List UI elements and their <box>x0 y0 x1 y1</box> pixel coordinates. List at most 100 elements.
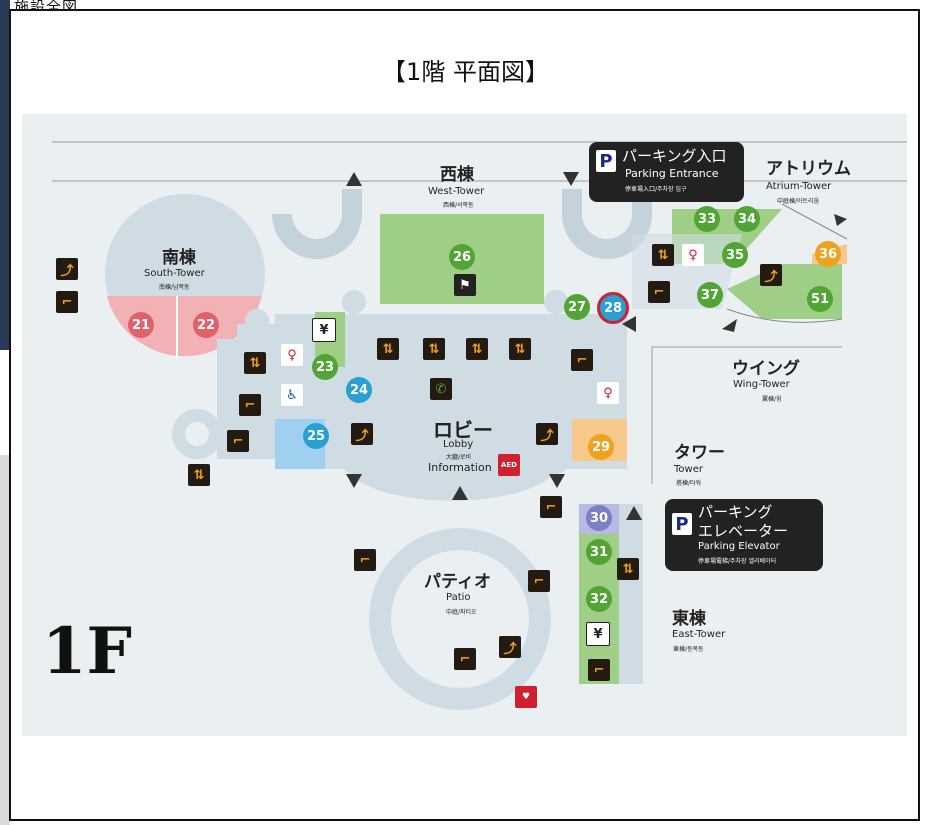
wing-tower-en: Wing-Tower <box>733 379 790 390</box>
room-marker[interactable]: 34 <box>734 206 760 232</box>
ramp-east <box>562 189 652 259</box>
room-marker[interactable]: 35 <box>722 242 748 268</box>
west-tower-kr: 西棟/서쪽동 <box>443 202 474 209</box>
elevator-icon: ⇅ <box>377 338 399 360</box>
restroom-icon: ♀ <box>597 382 619 404</box>
stairs-icon: ⌐ <box>454 648 476 670</box>
room-marker[interactable]: 29 <box>588 434 614 460</box>
smoking-icon: ⚑ <box>454 274 476 296</box>
restroom-icon: ♀ <box>682 244 704 266</box>
entrance-arrow <box>346 474 362 488</box>
stairs-icon: ⌐ <box>354 549 376 571</box>
south-tower-en: South-Tower <box>144 268 205 279</box>
parking-elevator-en: Parking Elevator <box>698 541 780 552</box>
room-marker[interactable]: 27 <box>564 294 590 320</box>
room-marker[interactable]: 33 <box>694 206 720 232</box>
parking-elevator-kr: 停車場電梯/주차장 엘리베이터 <box>698 558 777 565</box>
east-tower-label: 東棟 <box>672 609 706 629</box>
atm-icon: ¥ <box>586 622 610 646</box>
information-label: Information <box>428 461 492 474</box>
patio-en: Patio <box>446 592 471 603</box>
stairs-icon: ⌐ <box>540 496 562 518</box>
elevator-icon: ⇅ <box>244 352 266 374</box>
room-marker[interactable]: 25 <box>303 423 329 449</box>
west-tower-en: West-Tower <box>428 186 485 197</box>
tower-en: Tower <box>674 464 703 475</box>
aed-icon: AED <box>498 454 520 476</box>
floor-map: 西棟 West-Tower 西棟/서쪽동 南棟 South-Tower 南棟/남… <box>22 114 907 736</box>
parking-icon: P <box>596 150 616 172</box>
south-tower-label: 南棟 <box>162 248 196 268</box>
lobby-label: ロビー <box>433 418 493 442</box>
entrance-arrow <box>452 486 468 500</box>
parking-elevator-jp2: エレベーター <box>698 522 789 540</box>
elevator-icon: ⇅ <box>617 558 639 580</box>
room-marker[interactable]: 21 <box>128 312 154 338</box>
page-title: 【1階 平面図】 <box>382 58 549 86</box>
patio-label: パティオ <box>424 572 491 592</box>
floor-plan-graphics <box>52 141 907 710</box>
room-marker[interactable]: 30 <box>586 505 612 531</box>
stairs-icon: ⌐ <box>571 349 593 371</box>
parking-icon: P <box>672 513 692 535</box>
room-marker[interactable]: 23 <box>312 354 338 380</box>
room-marker[interactable]: 36 <box>815 241 841 267</box>
stairs-icon: ⌐ <box>588 659 610 681</box>
elevator-icon: ⇅ <box>188 464 210 486</box>
left-edge-photo <box>0 0 10 350</box>
elevator-icon: ⇅ <box>423 338 445 360</box>
entrance-arrow <box>549 474 565 488</box>
room-marker[interactable]: 22 <box>193 312 219 338</box>
escalator-icon: ⤴ <box>351 423 373 445</box>
parking-entrance-kr: 停車場入口/주차장 입구 <box>625 186 687 193</box>
stairs-icon: ⌐ <box>528 570 550 592</box>
entrance-arrow <box>722 319 737 332</box>
parking-entrance-en: Parking Entrance <box>625 167 719 180</box>
room-marker[interactable]: 26 <box>449 244 475 270</box>
elevator-icon: ⇅ <box>652 244 674 266</box>
restroom-icon: ♀ <box>281 344 303 366</box>
escalator-icon: ⤴ <box>760 264 782 286</box>
parking-elevator-callout: P パーキング エレベーター Parking Elevator 停車場電梯/주차… <box>665 499 823 571</box>
left-edge-photo-lower <box>0 455 10 825</box>
parking-entrance-callout: P パーキング入口 Parking Entrance 停車場入口/주차장 입구 <box>589 142 744 202</box>
atrium-label: アトリウム <box>766 159 851 179</box>
lobby-kr: 大廳/로비 <box>446 454 472 461</box>
stairs-icon: ⌐ <box>239 394 261 416</box>
parking-elevator-jp1: パーキング <box>698 503 773 521</box>
patio-ring <box>369 528 551 710</box>
atrium-kr: 中庭棟/아트리움 <box>777 198 820 205</box>
elevator-icon: ⇅ <box>466 338 488 360</box>
phone-icon: ✆ <box>430 378 452 400</box>
room-marker[interactable]: 51 <box>807 286 833 312</box>
accessible-restroom-icon: ♿ <box>281 384 303 406</box>
entrance-arrow <box>563 172 579 186</box>
entrance-arrow <box>622 316 636 332</box>
floor-label: 1F <box>42 614 132 689</box>
west-tower-label: 西棟 <box>440 165 474 185</box>
room-marker[interactable]: 32 <box>586 586 612 612</box>
wing-tower-label: ウイング <box>732 359 800 379</box>
love-sculpture-icon: ♥ <box>515 686 537 708</box>
patio-kr: 中庭/파티오 <box>446 609 477 616</box>
stairs-icon: ⌐ <box>227 430 249 452</box>
entrance-arrow <box>834 214 847 226</box>
entrance-arrow <box>346 172 362 186</box>
tower-kr: 塔棟/타워 <box>676 480 702 487</box>
escalator-icon: ⤴ <box>536 423 558 445</box>
south-tower-kr: 南棟/남쪽동 <box>159 284 190 291</box>
room-marker[interactable]: 31 <box>586 539 612 565</box>
escalator-icon: ⤴ <box>56 258 78 280</box>
elevator-icon: ⇅ <box>509 338 531 360</box>
atrium-en: Atrium-Tower <box>766 181 832 192</box>
lobby-en: Lobby <box>443 439 474 450</box>
entrance-arrow <box>626 506 642 520</box>
ramp-west <box>272 189 362 259</box>
east-tower-en: East-Tower <box>672 629 726 640</box>
parking-entrance-jp: パーキング入口 <box>622 147 727 165</box>
room-marker[interactable]: 24 <box>346 377 372 403</box>
stairs-icon: ⌐ <box>648 281 670 303</box>
atm-icon: ¥ <box>312 318 336 342</box>
room-marker-highlighted[interactable]: 28 <box>597 292 629 324</box>
room-marker[interactable]: 37 <box>697 282 723 308</box>
